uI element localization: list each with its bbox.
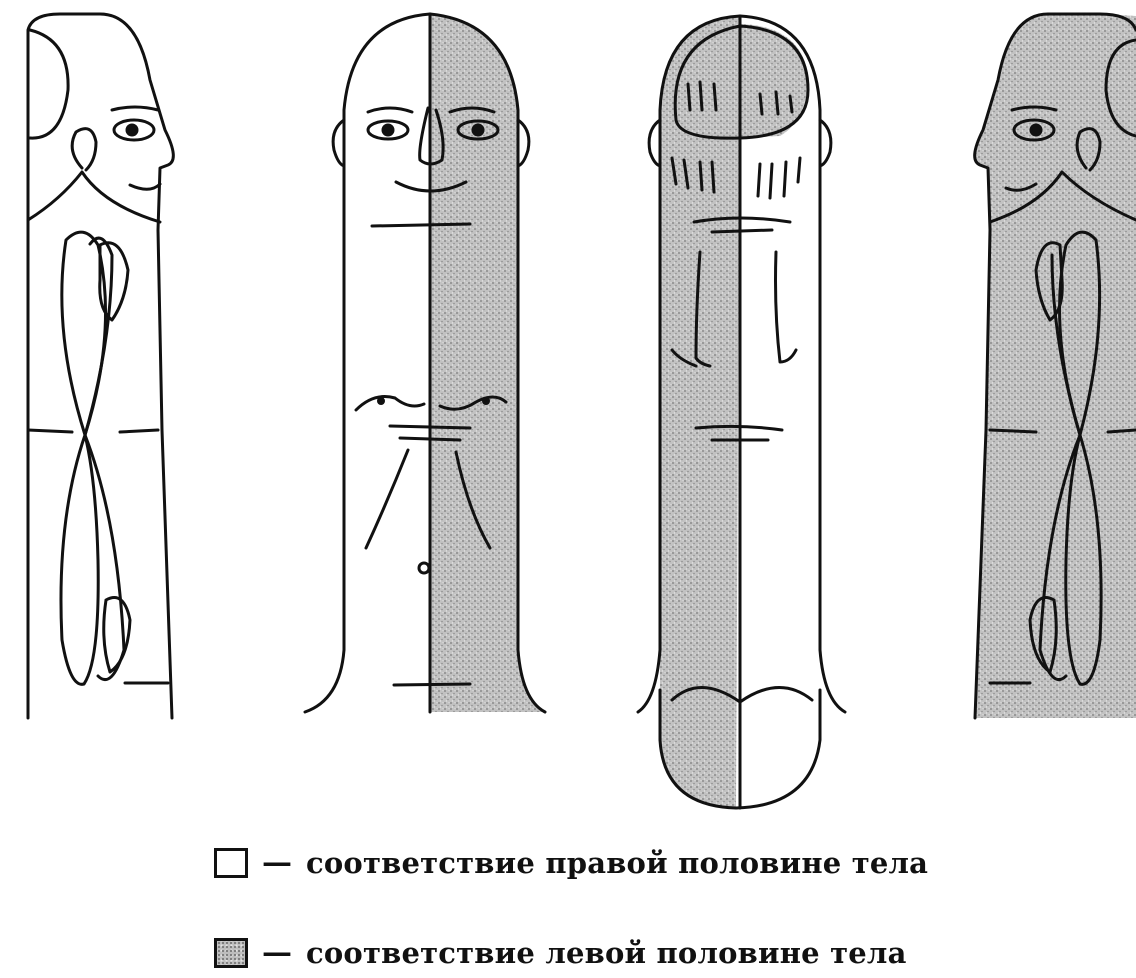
finger-1-nail [30,30,68,138]
white-swatch-icon [214,848,248,878]
legend-item-right-half: — соответствие правой половине тела [214,846,928,880]
legend-dash: — [262,938,292,968]
legend-item-left-half: — соответствие левой половине тела [214,936,907,970]
finger-side-view-left [28,14,173,718]
grey-swatch-icon [214,938,248,968]
finger-1-mouth [130,184,160,189]
finger-2-navel [419,563,429,573]
finger-1-torso-loop [61,232,106,684]
legend-label-right-half: соответствие правой половине тела [306,846,928,880]
finger-figures-svg [0,0,1136,830]
finger-side-view-right [975,14,1136,718]
legend-dash: — [262,848,292,878]
finger-front-view [305,14,545,712]
finger-back-view [638,16,845,808]
finger-1-ear [72,129,96,170]
legend-label-left-half: соответствие левой половине тела [306,936,907,970]
